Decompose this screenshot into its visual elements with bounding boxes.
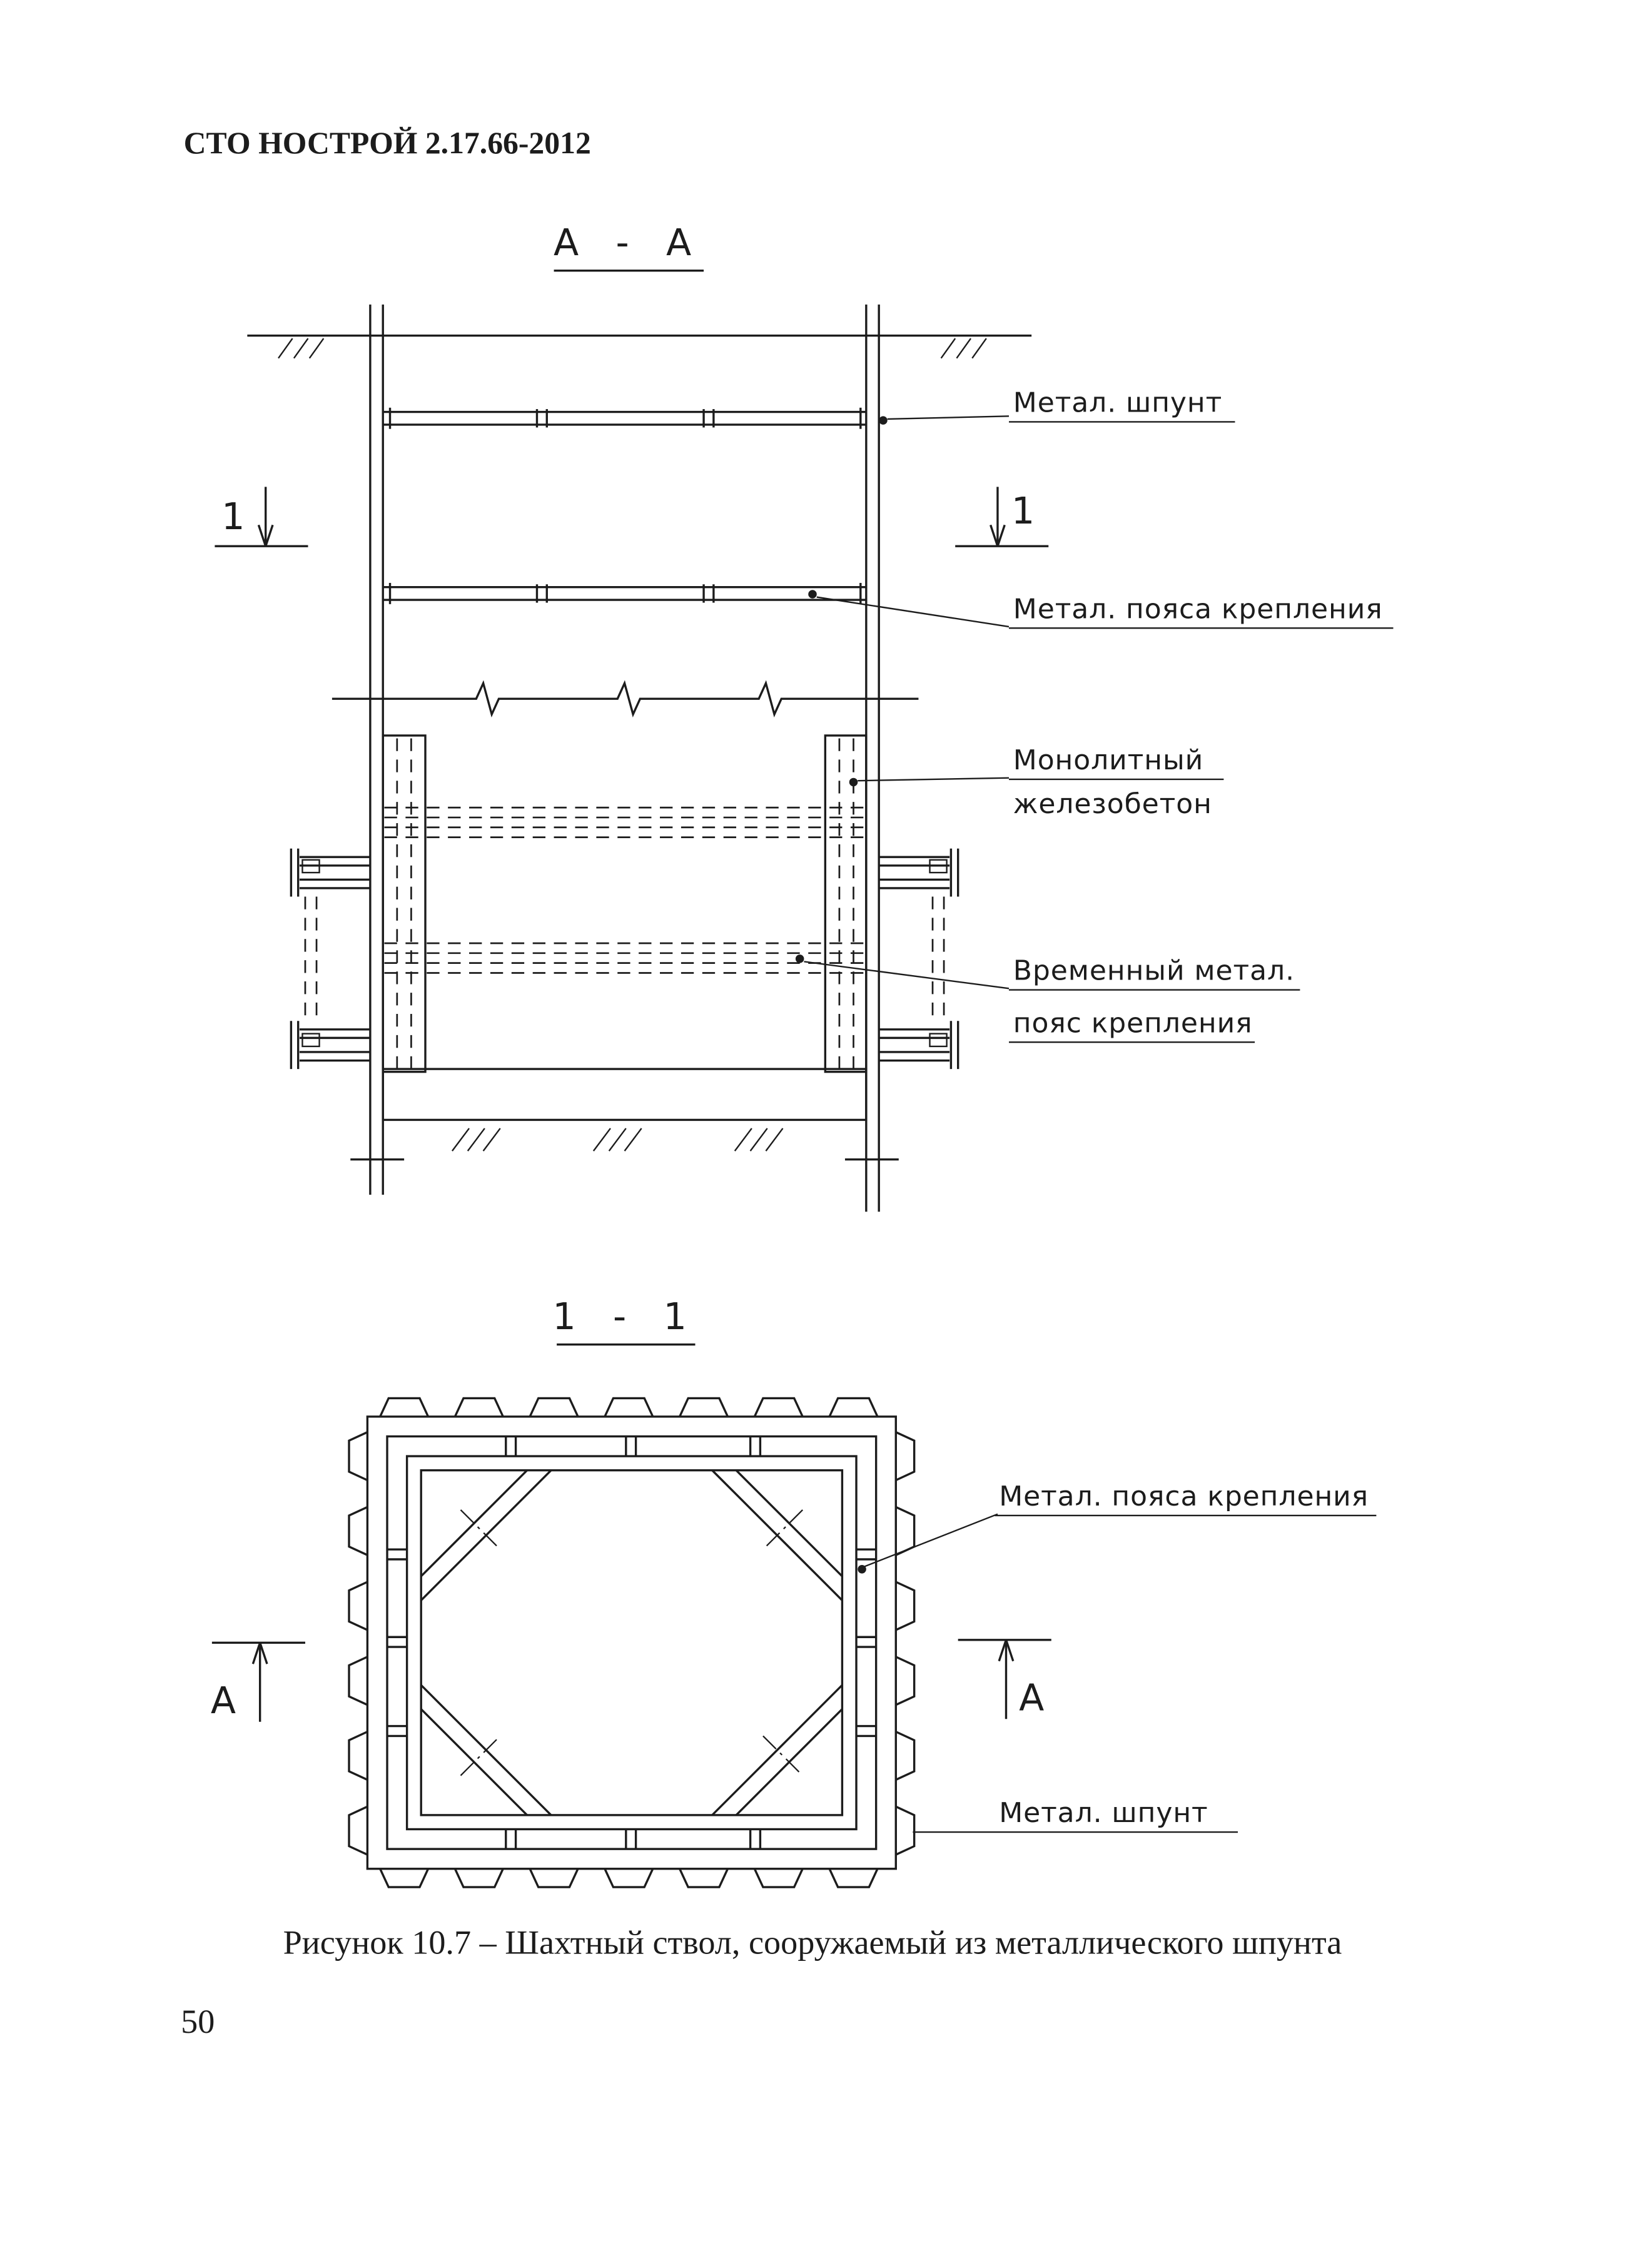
cut-marker-a-left: А [211,1641,305,1722]
document-code: СТО НОСТРОЙ 2.17.66-2012 [184,126,591,160]
label-belts-aa: Метал. пояса крепления [1013,593,1383,625]
callout-belts-plan: Метал. пояса крепления [858,1481,1377,1574]
section-aa-title: А - А [554,221,704,272]
second-belt-beam [383,582,866,604]
callout-temp-belt: Временный метал. пояс крепления [795,954,1300,1043]
callout-sheet-pile-aa: Метал. шпунт [879,387,1235,425]
label-concrete-line1: Монолитный [1013,744,1203,776]
figure-caption: Рисунок 10.7 – Шахтный ствол, сооружаемы… [283,1923,1342,1961]
section-aa-title-text: А - А [554,221,704,264]
left-external-beams [290,848,370,1070]
break-line [332,680,919,718]
callout-sheet-pile-plan: Метал. шпунт [913,1797,1238,1833]
label-sheet-pile-aa: Метал. шпунт [1013,387,1222,419]
bottom-slab [382,1068,868,1152]
label-temp-belt-line2: пояс крепления [1013,1007,1253,1039]
cut-marker-a-right: А [958,1639,1051,1719]
cut-marker-1-left: 1 [215,487,308,547]
corner-braces-plan [420,1469,843,1816]
cut-marker-1-right-label: 1 [1011,489,1035,532]
right-external-beams [879,848,959,1070]
callout-belts-aa: Метал. пояса крепления [808,590,1394,629]
cut-marker-a-right-label: А [1019,1676,1044,1719]
hidden-belt-upper [384,806,866,838]
label-sheet-pile-plan: Метал. шпунт [999,1797,1208,1829]
hidden-belt-lower [384,942,866,974]
label-concrete-line2: железобетон [1013,788,1212,820]
section-11-title-text: 1 - 1 [552,1295,699,1338]
label-belts-plan: Метал. пояса крепления [999,1481,1369,1512]
cut-marker-a-left-label: А [211,1679,236,1722]
page-number: 50 [181,2003,215,2040]
cut-marker-1-right: 1 [955,487,1049,547]
right-sheet-pile-wall [844,304,899,1212]
cut-marker-1-left-label: 1 [221,495,245,538]
section-11-drawing: 1 - 1 [211,1295,1377,1888]
callout-concrete: Монолитный железобетон [849,744,1224,820]
label-temp-belt-line1: Временный метал. [1013,955,1295,987]
left-concrete-wall [382,734,427,1073]
waler-frame-plan [387,1436,876,1850]
sheet-pile-wall-plan [348,1397,916,1888]
section-aa-drawing: А - А [215,221,1394,1212]
upper-belt-beam [383,407,866,429]
right-concrete-wall [824,734,868,1073]
ground-surface-line [247,334,1032,359]
section-11-title: 1 - 1 [552,1295,699,1346]
